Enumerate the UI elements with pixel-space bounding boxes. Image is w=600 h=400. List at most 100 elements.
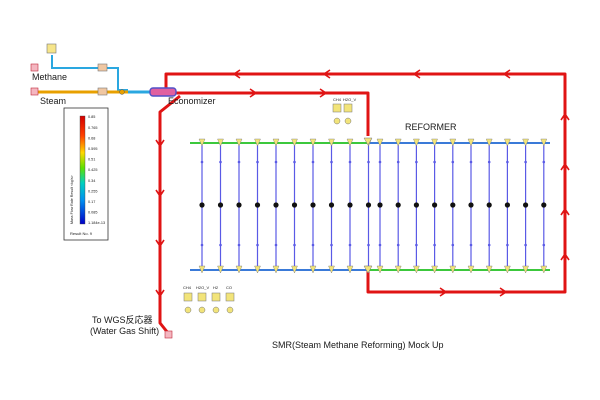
steam-node-icon bbox=[30, 87, 39, 96]
tube-valve-icon bbox=[217, 138, 224, 147]
tube-node bbox=[378, 160, 382, 164]
catalyst-node bbox=[236, 202, 242, 208]
tube-valve-icon bbox=[376, 138, 384, 147]
catalyst-node bbox=[413, 202, 419, 208]
legend-tick-label: 0.425 bbox=[88, 168, 98, 172]
tube-node bbox=[293, 160, 296, 164]
meter-icon bbox=[225, 292, 235, 302]
tube-node bbox=[200, 160, 204, 164]
tube-node bbox=[367, 160, 370, 164]
tube-node bbox=[311, 160, 315, 164]
tube-node bbox=[274, 160, 278, 164]
tube-node bbox=[311, 243, 315, 247]
tube-valve-icon bbox=[522, 265, 529, 274]
tube-valve-icon bbox=[309, 265, 317, 274]
tube-valve-icon bbox=[272, 138, 280, 147]
tube-node bbox=[396, 243, 400, 247]
tube-valve-icon bbox=[431, 265, 438, 274]
tube-node bbox=[506, 160, 509, 164]
catalyst-node bbox=[468, 202, 474, 208]
tube-node bbox=[348, 160, 352, 164]
tube-valve-icon bbox=[449, 138, 457, 147]
legend-tick-label: 0.595 bbox=[88, 147, 98, 151]
legend-tick-label: 0.255 bbox=[88, 189, 98, 193]
bottom-meter-group: CH4 H2O_V H2 CO bbox=[183, 285, 235, 314]
catalyst-node bbox=[432, 202, 438, 208]
tube-node bbox=[542, 243, 546, 247]
meter-icon bbox=[343, 103, 353, 113]
flow-arrows bbox=[155, 69, 570, 298]
tube-valve-icon bbox=[540, 265, 548, 274]
tube-valve-icon bbox=[504, 265, 511, 274]
sensor-icon bbox=[226, 306, 234, 314]
tube-node bbox=[219, 243, 222, 247]
catalyst-node bbox=[377, 202, 383, 208]
methane-valve-icon bbox=[97, 63, 108, 72]
tube-node bbox=[237, 243, 241, 247]
tube-node bbox=[524, 243, 527, 247]
reformer-tubes bbox=[198, 138, 548, 274]
legend: Mass Flow Rate Result <kg/s> 0.850.7650.… bbox=[63, 107, 109, 241]
meter-icon bbox=[183, 292, 193, 302]
legend-ticks: 0.850.7650.680.5950.510.4250.340.2550.17… bbox=[88, 115, 105, 225]
tube-valve-icon bbox=[394, 138, 402, 147]
legend-tick-label: 0.85 bbox=[88, 115, 95, 119]
legend-tick-label: 1.184e-13 bbox=[88, 221, 105, 225]
arrow bbox=[232, 69, 241, 79]
outlet-junction-icon bbox=[363, 265, 373, 274]
inlet-lines bbox=[30, 43, 177, 97]
methane-source-icon bbox=[46, 43, 57, 54]
tube-valve-icon bbox=[540, 138, 548, 147]
tube-node bbox=[200, 243, 204, 247]
arrow bbox=[155, 139, 165, 148]
arrow bbox=[560, 252, 570, 261]
arrow bbox=[560, 207, 570, 216]
arrow bbox=[439, 287, 448, 297]
methane-node-icon bbox=[30, 63, 39, 72]
catalyst-node bbox=[347, 202, 353, 208]
tube-valve-icon bbox=[328, 265, 335, 274]
tube-valve-icon bbox=[217, 265, 224, 274]
tube-node bbox=[469, 243, 473, 247]
tube-node bbox=[256, 243, 259, 247]
sensor-icon bbox=[344, 117, 352, 125]
inlet-junction-icon bbox=[363, 137, 373, 146]
tube-valve-icon bbox=[235, 138, 243, 147]
top-meter-group: CH4 H2O_V bbox=[332, 97, 356, 125]
water-gas-shift-label: (Water Gas Shift) bbox=[90, 326, 159, 336]
catalyst-node bbox=[328, 202, 335, 208]
arrow bbox=[319, 88, 328, 98]
catalyst-node bbox=[486, 202, 492, 208]
economizer-label: Economizer bbox=[168, 96, 216, 106]
legend-tick-label: 0.085 bbox=[88, 211, 98, 215]
catalyst-node bbox=[450, 202, 456, 208]
tube-node bbox=[378, 243, 382, 247]
reformer bbox=[190, 137, 550, 274]
tube-valve-icon bbox=[522, 138, 529, 147]
tube-node bbox=[348, 243, 352, 247]
tube-node bbox=[396, 160, 400, 164]
legend-tick-label: 0.34 bbox=[88, 179, 95, 183]
arrow bbox=[412, 69, 421, 79]
meter-icon bbox=[211, 292, 221, 302]
legend-tick-label: 0.51 bbox=[88, 158, 95, 162]
tube-valve-icon bbox=[346, 265, 354, 274]
tube-node bbox=[219, 160, 222, 164]
catalyst-node bbox=[504, 202, 510, 208]
tube-valve-icon bbox=[254, 138, 261, 147]
arrow bbox=[560, 112, 570, 121]
tube-valve-icon bbox=[291, 265, 298, 274]
tube-node bbox=[524, 160, 527, 164]
catalyst-node bbox=[273, 202, 279, 208]
red-pipe-left-outer bbox=[158, 94, 181, 334]
legend-tick-label: 0.17 bbox=[88, 200, 95, 204]
tube-node bbox=[367, 243, 370, 247]
tube-node bbox=[487, 243, 491, 247]
legend-box bbox=[63, 107, 109, 241]
arrow bbox=[155, 189, 165, 198]
to-wgs-label: To WGS反応器 bbox=[92, 314, 153, 325]
tube-node bbox=[506, 243, 509, 247]
top-meter-ch4-label: CH4 bbox=[333, 97, 342, 102]
tube-node bbox=[415, 243, 418, 247]
